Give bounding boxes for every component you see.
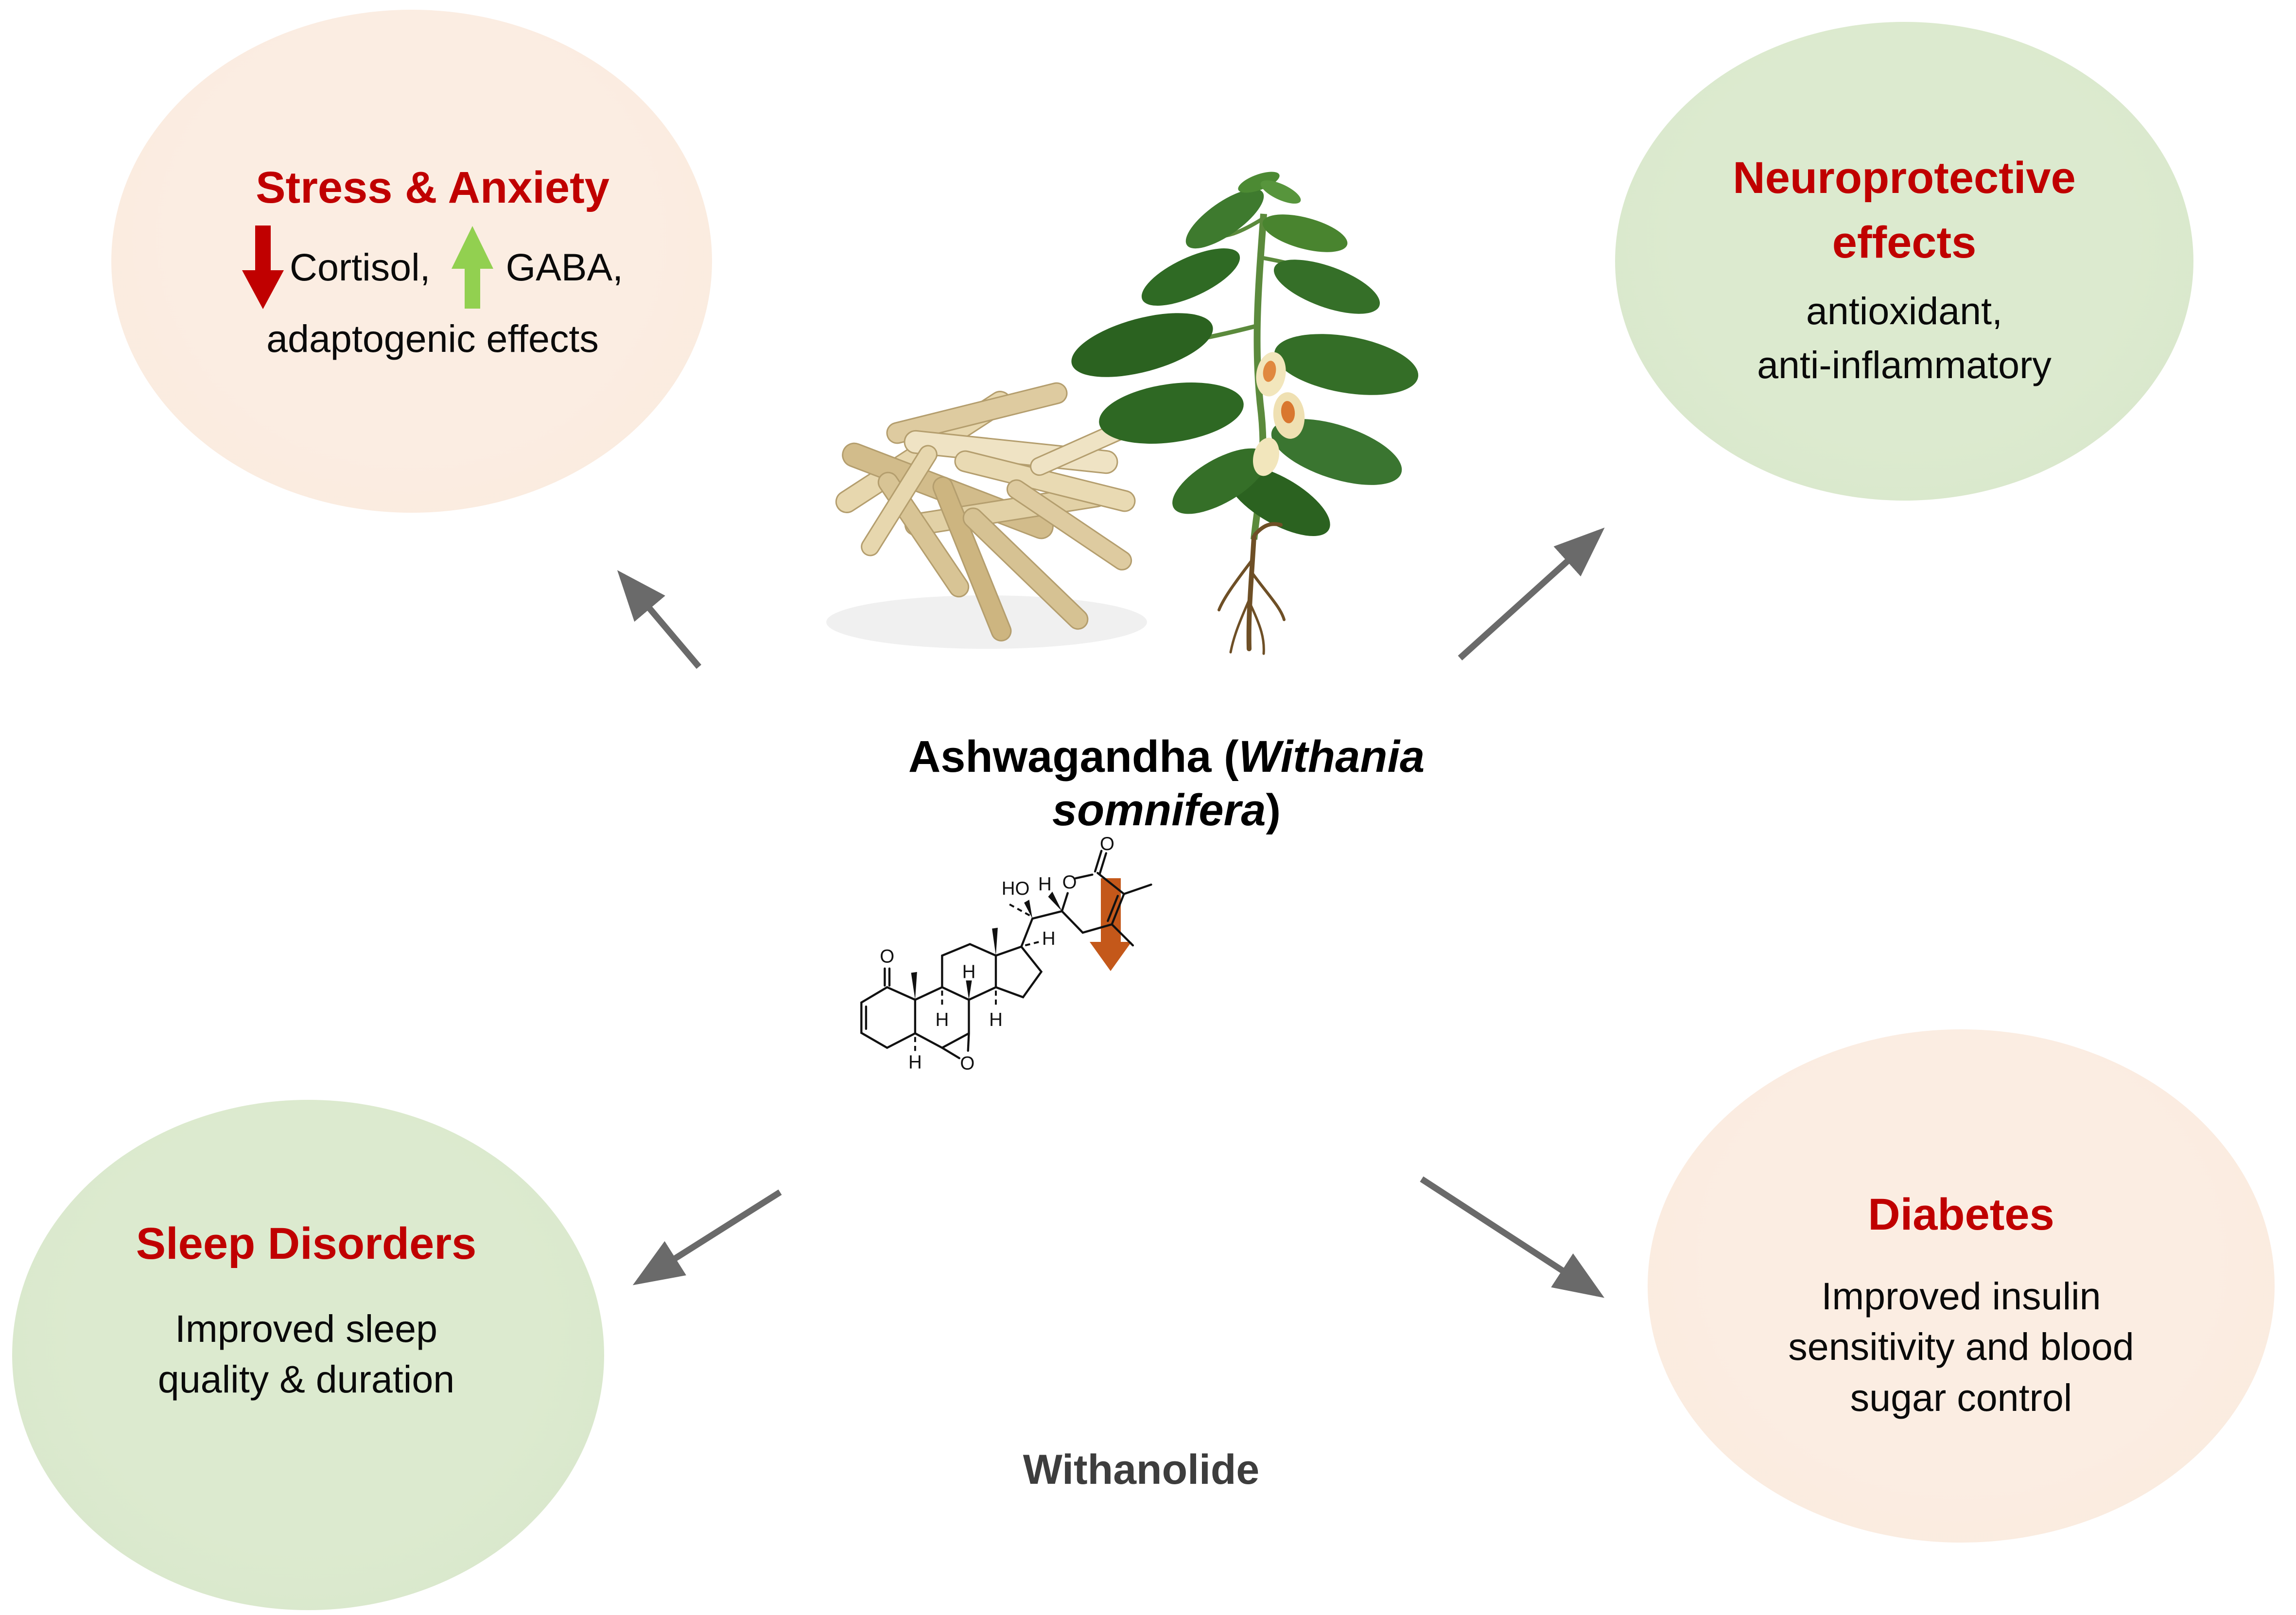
neuro-title-line1: Neuroprotective	[1733, 153, 2076, 203]
arrow-to-sleep	[632, 1189, 782, 1285]
withanolide-structure: O O O O HO H H H H H H	[860, 834, 1152, 1074]
arrow-to-neuro	[1458, 527, 1605, 660]
h-c14-label: H	[989, 1009, 1003, 1030]
ashwagandha-photo	[826, 172, 1419, 655]
center-plant-label: Ashwagandha (Withania somnifera)	[875, 730, 1458, 837]
molecule-wedge-bonds	[911, 891, 1062, 1000]
label-genus: Withania	[1238, 732, 1425, 781]
h-c9-label: H	[935, 1009, 949, 1030]
arrow-to-diabetes	[1420, 1176, 1605, 1298]
h-c5-label: H	[908, 1052, 922, 1073]
label-suffix: )	[1266, 785, 1281, 835]
plant-roots	[1218, 522, 1286, 655]
arrow-to-stress	[617, 570, 701, 669]
plant-flowers	[1252, 352, 1305, 476]
neuroprotective-circle	[1615, 22, 2193, 501]
diabetes-circle	[1648, 1029, 2275, 1543]
decrease-arrow-icon	[242, 226, 284, 309]
cortisol-label: Cortisol,	[289, 245, 431, 289]
label-prefix: Ashwagandha (	[908, 732, 1239, 781]
stress-body: adaptogenic effects	[266, 317, 599, 360]
neuro-title-line2: effects	[1832, 218, 1977, 268]
sleep-body-line1: Improved sleep	[174, 1307, 438, 1350]
molecule-double-bonds	[865, 850, 1119, 1030]
sleep-disorders-circle	[12, 1100, 604, 1610]
stress-mechanism-row: Cortisol, GABA,	[165, 221, 700, 313]
sleep-title: Sleep Disorders	[136, 1219, 477, 1268]
neuro-title: Neuroprotective effects	[1637, 146, 2172, 276]
diabetes-body-line2: sensitivity and blood	[1788, 1325, 2134, 1369]
diabetes-body-line3: sugar control	[1850, 1375, 2072, 1419]
stress-anxiety-circle	[111, 10, 712, 513]
stress-title: Stress & Anxiety	[256, 163, 609, 212]
neuro-body-line1: antioxidant,	[1806, 289, 2003, 332]
lactone-ring-oxygen-label: O	[1062, 872, 1077, 893]
molecule-bonds	[860, 871, 1152, 1059]
diabetes-body: Improved insulin sensitivity and blood s…	[1672, 1271, 2250, 1423]
increase-arrow-icon	[451, 226, 493, 309]
epoxide-oxygen-label: O	[960, 1053, 974, 1074]
diabetes-body-line1: Improved insulin	[1821, 1274, 2101, 1318]
sleep-body-line2: quality & duration	[157, 1357, 455, 1401]
gaba-label: GABA,	[505, 245, 624, 289]
neuro-body: antioxidant, anti-inflammatory	[1637, 284, 2172, 392]
h-c8-label: H	[962, 962, 976, 983]
neuro-body-line2: anti-inflammatory	[1757, 343, 2052, 386]
ashwagandha-plant-icon	[1071, 172, 1419, 655]
carbonyl-oxygen-label: O	[1100, 834, 1114, 854]
diabetes-title: Diabetes	[1868, 1190, 2054, 1239]
h-c17-label: H	[1042, 928, 1056, 949]
ketone-oxygen-label: O	[880, 946, 894, 967]
sleep-body: Improved sleep quality & duration	[34, 1303, 578, 1405]
dried-roots-icon	[835, 382, 1157, 642]
hydroxyl-label: HO	[1002, 878, 1030, 899]
withanolide-label: Withanolide	[1023, 1446, 1260, 1493]
h-c22-label: H	[1038, 874, 1052, 895]
label-species: somnifera	[1052, 785, 1266, 835]
